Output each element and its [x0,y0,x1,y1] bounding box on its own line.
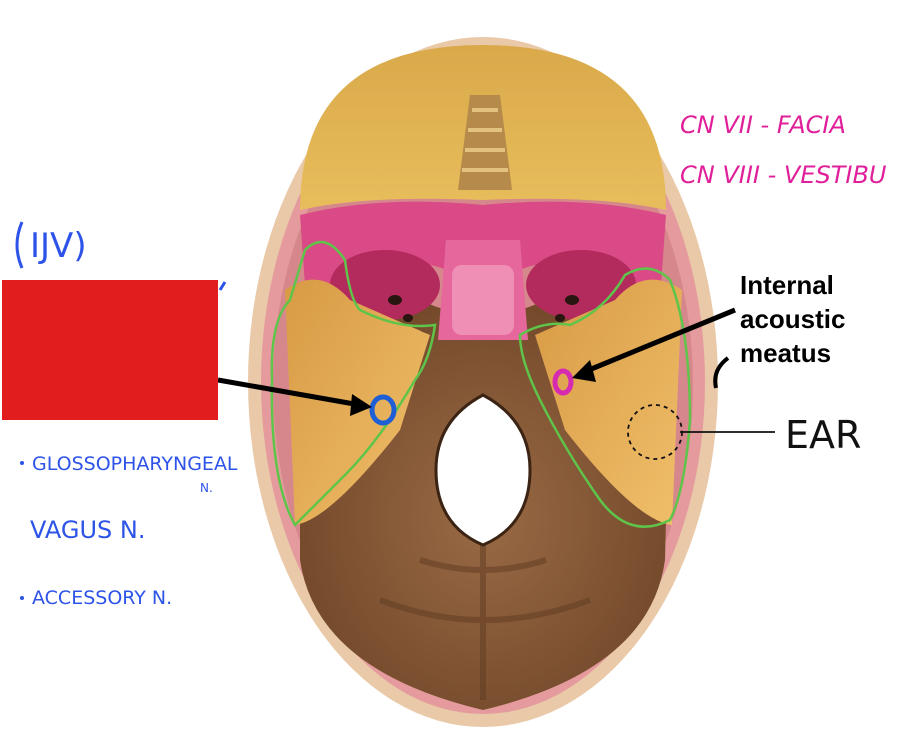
occipital-ridges [378,520,592,700]
jugular-arrow [217,377,372,416]
note-ijv: IJV) [30,226,87,266]
note-ear: EAR [785,413,861,457]
label-iam-line2: acoustic [740,304,846,334]
blue-stray-mark [218,281,227,291]
internal-acoustic-meatus-marker [552,368,574,396]
ijv-opening-bracket [15,221,24,269]
right-petrous-bone [535,279,682,525]
label-iam-line3: meatus [740,338,831,368]
middle-fossa-right-pit [526,250,636,320]
note-glossopharyngeal: GLOSSOPHARYNGEAL [32,453,238,475]
note-accessory: ACCESSORY N. [32,587,172,609]
crista-galli [458,95,512,190]
note-vagus: VAGUS N. [30,516,146,544]
note-cn-vii-facial: CN VII - FACIA [680,111,846,139]
foramen-magnum [434,393,532,547]
bullet-dots [20,461,24,600]
right-highlight-outline [518,267,692,528]
jugular-foramen-marker [369,394,397,426]
clivus [452,265,514,335]
note-glossopharyngeal-n: N. [200,481,213,495]
label-iam-line1: Internal [740,270,834,300]
middle-fossa-left-pit [330,250,440,320]
note-cn-viii-vestibular: CN VIII - VESTIBU [680,161,887,189]
cribriform-plate-detail [462,108,508,172]
iam-arrow [572,307,736,382]
c-bracket-mark [713,356,730,389]
redaction-box [2,280,218,420]
